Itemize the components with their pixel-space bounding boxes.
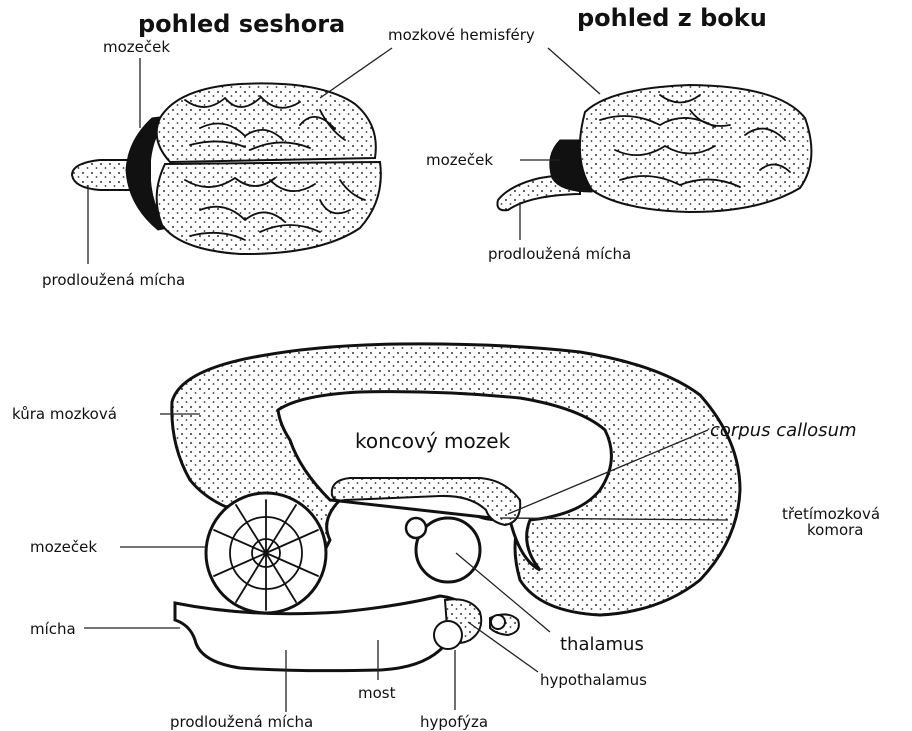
top-view-cerebellum-label: mozeček bbox=[103, 38, 170, 56]
side-view-hemisphere bbox=[580, 85, 812, 212]
side-view-illustration bbox=[497, 85, 811, 212]
hemispheres-leader-right bbox=[548, 48, 600, 94]
top-view-upper-hemisphere bbox=[157, 83, 376, 162]
side-view-cerebellum-label: mozeček bbox=[426, 151, 493, 169]
corpus-callosum-label: corpus callosum bbox=[710, 420, 857, 441]
title-side-view: pohled z boku bbox=[577, 4, 767, 32]
thalamus-label: thalamus bbox=[560, 634, 644, 655]
telencephalon-label: koncový mozek bbox=[355, 429, 511, 453]
top-view-illustration bbox=[72, 83, 381, 254]
top-view-lower-hemisphere bbox=[157, 162, 381, 254]
title-top-view: pohled seshora bbox=[138, 10, 345, 38]
cerebellum-section-label: mozeček bbox=[30, 538, 97, 556]
top-view-medulla-label: prodloužená mícha bbox=[42, 271, 185, 289]
sagittal-section-illustration bbox=[172, 344, 740, 671]
pituitary-label: hypofýza bbox=[420, 713, 488, 731]
section-medulla-label: prodloužená mícha bbox=[170, 713, 313, 731]
pons-label: most bbox=[358, 684, 396, 702]
hemispheres-leader-left bbox=[320, 48, 392, 98]
hemispheres-label: mozkové hemisféry bbox=[388, 26, 535, 44]
third-ventricle-label-line2: komora bbox=[807, 521, 863, 539]
side-view-medulla-label: prodloužená mícha bbox=[488, 245, 631, 263]
hypothalamus-label: hypothalamus bbox=[540, 671, 647, 689]
spinal-cord-label: mícha bbox=[30, 620, 76, 638]
cortex-label: kůra mozková bbox=[12, 405, 117, 423]
brainstem-shape bbox=[175, 596, 470, 671]
